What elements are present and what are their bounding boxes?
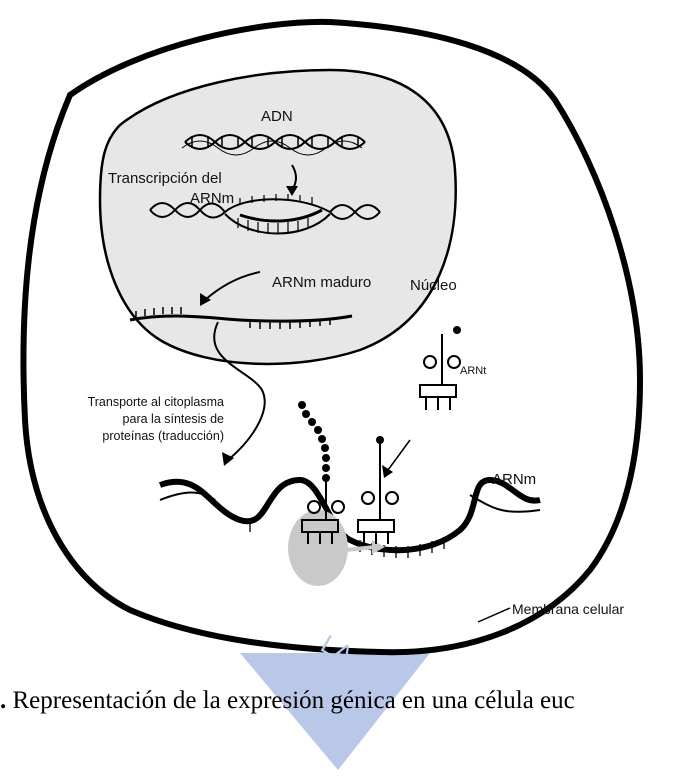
trna-arrow: [388, 440, 410, 470]
cytoplasm-mrna: [160, 480, 540, 550]
label-transcription-2: ARNm: [190, 190, 234, 207]
label-transport-2: para la síntesis de: [123, 412, 224, 426]
label-transport-1: Transporte al citoplasma: [88, 395, 224, 409]
caption-text: Representación de la expresión génica en…: [6, 687, 574, 714]
label-mature-mrna: ARNm maduro: [272, 274, 371, 291]
membrane-leader-line: [478, 608, 510, 622]
figure-caption: . Representación de la expresión génica …: [0, 687, 673, 715]
label-transcription: Transcripción del: [108, 170, 222, 187]
label-membrane: Membrana celular: [512, 601, 624, 617]
trna-bound-right: [358, 444, 398, 544]
trna-free: [420, 334, 460, 410]
label-mrna: ARNm: [492, 471, 536, 488]
arrow-head-4: [382, 465, 393, 478]
label-trna: ARNt: [460, 365, 486, 377]
amino-acid-right: [376, 436, 384, 444]
amino-acid-free: [453, 326, 461, 334]
peptide-chain: [298, 401, 330, 482]
label-transport-3: proteínas (traducción): [102, 429, 224, 443]
label-adn: ADN: [261, 108, 293, 125]
arrow-head-3: [222, 452, 234, 466]
label-nucleus: Núcleo: [410, 277, 457, 294]
